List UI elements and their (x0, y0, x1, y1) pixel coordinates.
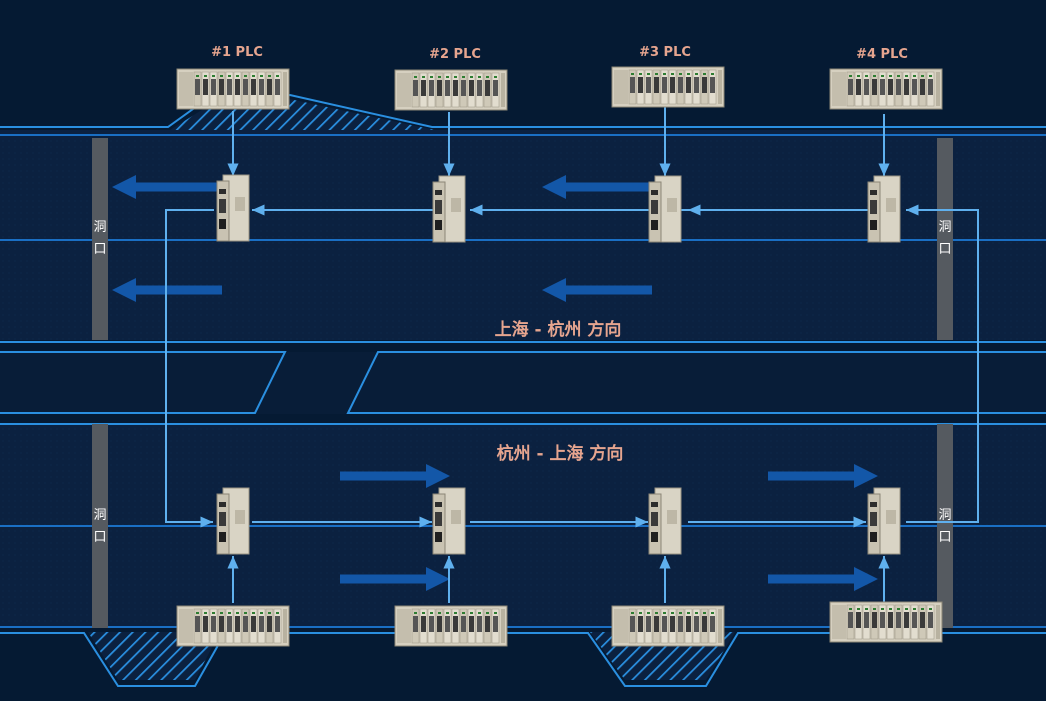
portal-upper-left (92, 138, 108, 340)
io-module-icon (648, 487, 682, 555)
io-module-icon (216, 487, 250, 555)
direction-arrow-icon (768, 464, 878, 488)
plc-rack-icon (611, 66, 725, 108)
median-outline (0, 351, 1046, 414)
loop-line (165, 209, 214, 528)
io-module-icon (867, 487, 901, 555)
plc-rack-icon (176, 68, 290, 110)
plc-rack-icon (829, 68, 943, 110)
io-module-icon (216, 174, 250, 242)
median-strip (0, 352, 1046, 414)
portal-label-upper-right: 洞 口 (938, 220, 952, 257)
plc-rack-icon (394, 69, 508, 111)
devices (176, 66, 943, 647)
direction-arrow-icon (768, 567, 878, 591)
plc-rack-icon (829, 601, 943, 643)
loop-line (906, 204, 979, 523)
portal-lower-right (937, 424, 953, 628)
plc-title-3: #3 PLC (639, 45, 691, 60)
signal-lines (165, 104, 979, 603)
io-module-icon (648, 175, 682, 243)
plc-rack-icon (611, 605, 725, 647)
direction-label-upper: 上海 - 杭州 方向 (494, 320, 622, 340)
direction-label-lower: 杭州 - 上海 方向 (496, 444, 624, 464)
portal-label-lower-right: 洞 口 (938, 508, 952, 545)
plc-title-4: #4 PLC (856, 47, 908, 62)
direction-arrow-icon (340, 567, 450, 591)
plc-rack-icon (176, 605, 290, 647)
plc-title-1: #1 PLC (211, 45, 263, 60)
io-module-icon (867, 175, 901, 243)
portal-upper-right (937, 138, 953, 340)
portal-lower-left (92, 424, 108, 628)
io-module-icon (432, 487, 466, 555)
plc-title-2: #2 PLC (429, 47, 481, 62)
direction-arrow-icon (112, 175, 222, 199)
plc-rack-icon (394, 605, 508, 647)
direction-arrow-icon (340, 464, 450, 488)
portal-label-upper-left: 洞 口 (93, 220, 107, 257)
direction-arrow-icon (542, 278, 652, 302)
direction-arrow-icon (542, 175, 652, 199)
portal-label-lower-left: 洞 口 (93, 508, 107, 545)
io-module-icon (432, 175, 466, 243)
